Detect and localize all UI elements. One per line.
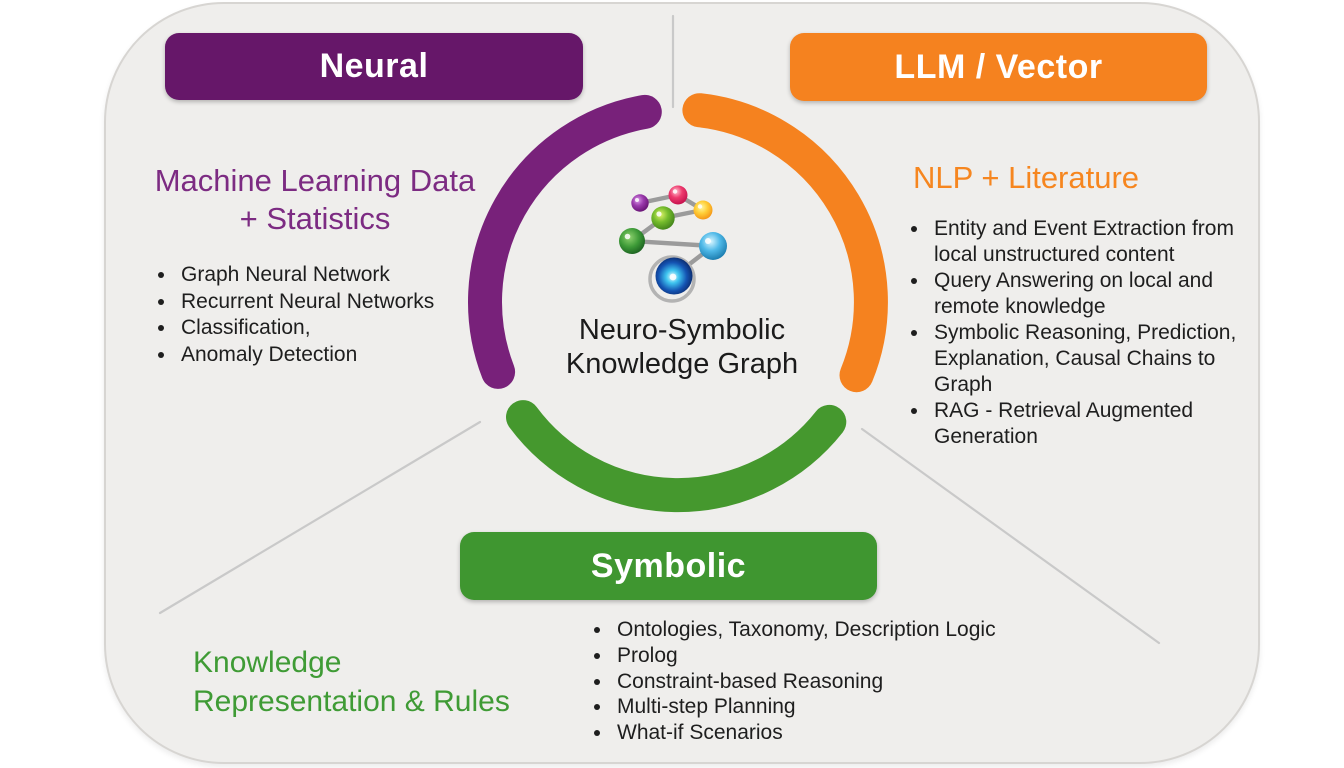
- list-item: Constraint-based Reasoning: [613, 669, 1063, 695]
- list-item: RAG - Retrieval Augmented Generation: [930, 398, 1266, 450]
- llm-vector-banner: LLM / Vector: [790, 33, 1207, 101]
- list-item: What-if Scenarios: [613, 720, 1063, 746]
- center-label-line1: Neuro-Symbolic: [578, 314, 786, 346]
- list-item: Classification,: [177, 315, 507, 342]
- llm-vector-bullet-list: Entity and Event Extraction from local u…: [904, 216, 1266, 450]
- list-item: Symbolic Reasoning, Prediction, Explanat…: [930, 320, 1266, 398]
- list-item: Graph Neural Network: [177, 262, 507, 289]
- neural-bullet-list: Graph Neural NetworkRecurrent Neural Net…: [151, 262, 507, 368]
- center-label-line2: Knowledge Graph: [565, 348, 799, 381]
- list-item: Query Answering on local and remote know…: [930, 268, 1266, 320]
- symbolic-banner: Symbolic: [460, 532, 877, 600]
- neural-heading-line2: + Statistics: [239, 200, 391, 236]
- llm-vector-heading-line1: NLP + Literature: [913, 160, 1140, 195]
- neural-banner: Neural: [165, 33, 583, 100]
- list-item: Prolog: [613, 643, 1063, 669]
- neural-banner-label: Neural: [319, 47, 429, 85]
- list-item: Ontologies, Taxonomy, Description Logic: [613, 617, 1063, 643]
- llm-vector-banner-label: LLM / Vector: [894, 47, 1103, 86]
- symbolic-banner-label: Symbolic: [590, 546, 747, 585]
- neural-heading: Machine Learning Data + Statistics: [135, 162, 495, 238]
- list-item: Anomaly Detection: [177, 342, 507, 369]
- llm-vector-heading: NLP + Literature: [913, 159, 1253, 197]
- symbolic-heading-line2: Representation & Rules: [193, 685, 510, 718]
- symbolic-bullet-list: Ontologies, Taxonomy, Description LogicP…: [587, 617, 1063, 746]
- neural-heading-line1: Machine Learning Data: [154, 163, 476, 198]
- list-item: Multi-step Planning: [613, 694, 1063, 720]
- center-label: Neuro-Symbolic Knowledge Graph: [548, 313, 816, 381]
- symbolic-heading-line1: Knowledge: [193, 646, 342, 679]
- list-item: Recurrent Neural Networks: [177, 289, 507, 316]
- symbolic-heading: Knowledge Representation & Rules: [193, 643, 593, 721]
- list-item: Entity and Event Extraction from local u…: [930, 216, 1266, 268]
